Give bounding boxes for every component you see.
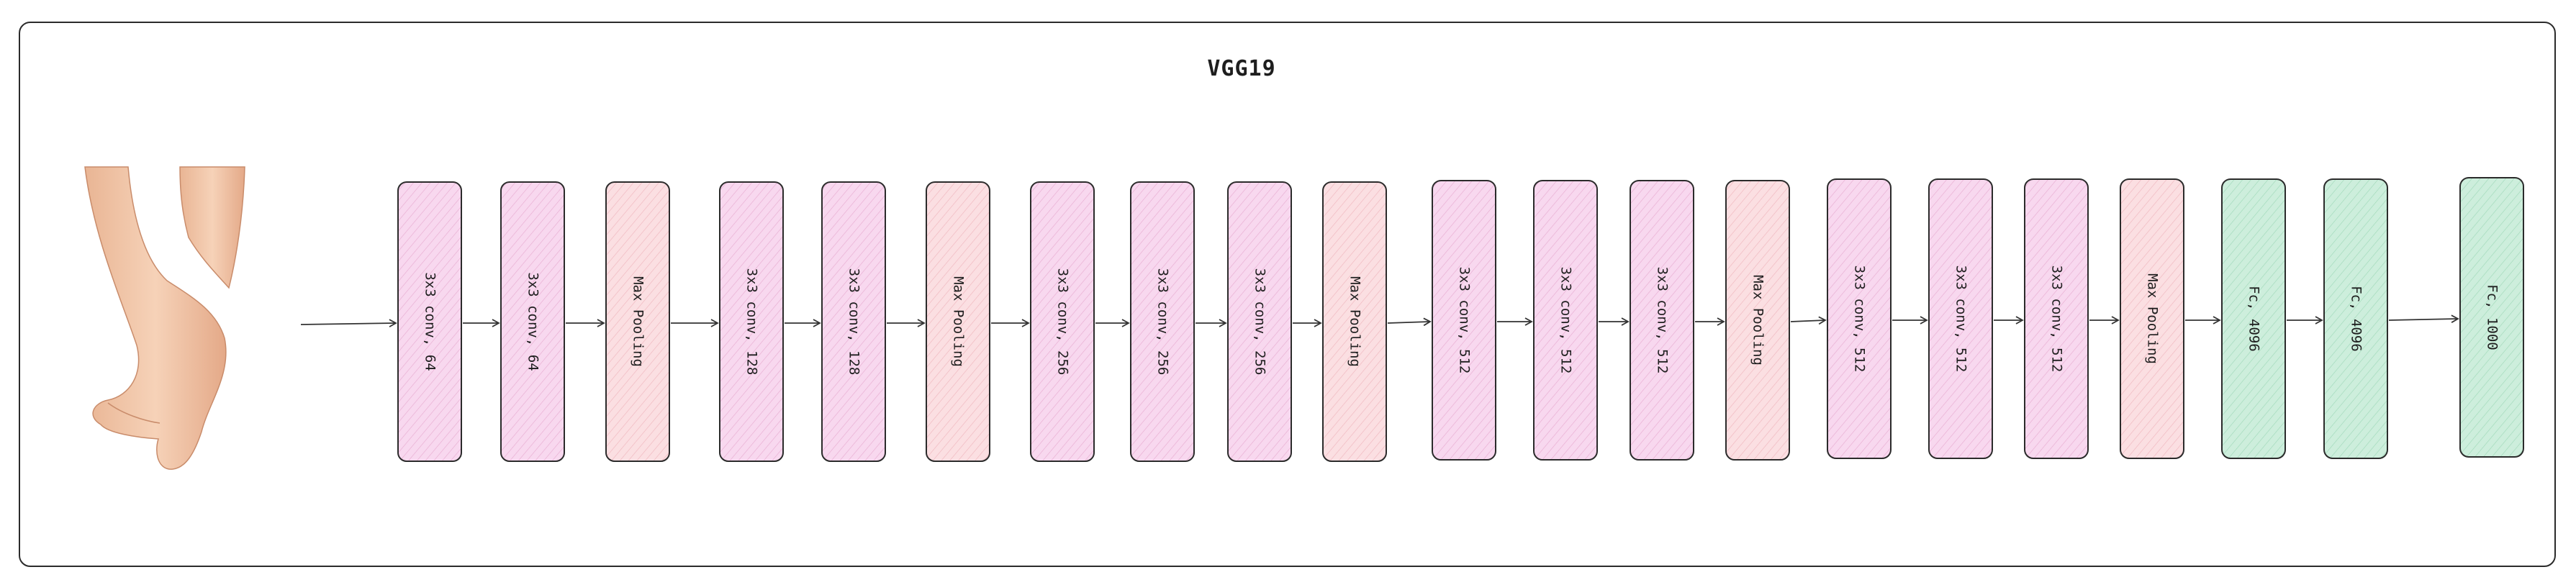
arrow-20	[2388, 314, 2459, 323]
layer-box	[1432, 180, 1496, 461]
layer-box	[1533, 180, 1598, 461]
layer-box	[1227, 181, 1292, 462]
layer-label: Max Pooling	[1347, 276, 1363, 367]
layer-label: 3x3 conv, 512	[1457, 267, 1473, 374]
layer-box	[1030, 181, 1095, 462]
layer-box	[1725, 180, 1790, 461]
diagram-title: VGG19	[1207, 56, 1276, 81]
layer-fc-19: Fc, 4096	[2221, 178, 2286, 459]
layer-conv-16: 3x3 conv, 512	[1928, 178, 1993, 459]
arrow-14	[1790, 316, 1827, 325]
layer-pool-10: Max Pooling	[1322, 181, 1387, 462]
layer-label: Fc, 4096	[2349, 286, 2364, 352]
layer-box	[821, 181, 886, 462]
layer-label: 3x3 conv, 256	[1155, 268, 1171, 376]
layer-label: 3x3 conv, 64	[422, 272, 438, 371]
layer-conv-11: 3x3 conv, 512	[1432, 180, 1496, 461]
layer-box	[2024, 178, 2089, 459]
layer-conv-9: 3x3 conv, 256	[1227, 181, 1292, 462]
layer-label: 3x3 conv, 256	[1252, 268, 1268, 376]
layer-label: Max Pooling	[631, 276, 646, 367]
layer-conv-17: 3x3 conv, 512	[2024, 178, 2089, 459]
layer-box	[926, 181, 990, 462]
arrows	[300, 314, 2459, 327]
layer-fc-21: Fc, 1000	[2459, 177, 2524, 458]
layer-label: 3x3 conv, 256	[1055, 268, 1071, 376]
layer-box	[605, 181, 670, 462]
layer-box	[1130, 181, 1195, 462]
layer-conv-13: 3x3 conv, 512	[1630, 180, 1694, 461]
layer-label: 3x3 conv, 512	[1953, 266, 1969, 373]
layers: 3x3 conv, 64 3x3 conv, 64 Max Pooling 3x3 c…	[397, 177, 2524, 462]
layer-box	[719, 181, 784, 462]
layer-label: 3x3 conv, 512	[2049, 266, 2065, 373]
layer-label: Max Pooling	[1750, 275, 1766, 366]
arrow-10	[1387, 317, 1432, 327]
layer-box	[1322, 181, 1387, 462]
layer-conv-15: 3x3 conv, 512	[1827, 178, 1892, 459]
layer-label: 3x3 conv, 128	[744, 268, 760, 376]
layer-box	[500, 181, 565, 462]
layer-box	[2221, 178, 2286, 459]
layer-pool-14: Max Pooling	[1725, 180, 1790, 461]
layer-conv-12: 3x3 conv, 512	[1533, 180, 1598, 461]
layer-box	[1827, 178, 1892, 459]
layer-box	[1630, 180, 1694, 461]
layer-conv-4: 3x3 conv, 128	[719, 181, 784, 462]
layer-pool-3: Max Pooling	[605, 181, 670, 462]
layer-pool-6: Max Pooling	[926, 181, 990, 462]
layer-label: 3x3 conv, 512	[1655, 267, 1671, 374]
layer-conv-7: 3x3 conv, 256	[1030, 181, 1095, 462]
layer-box	[397, 181, 462, 462]
diagram-frame	[19, 22, 2556, 567]
feet-photo-icon	[84, 166, 245, 470]
layer-label: Max Pooling	[2145, 273, 2161, 364]
layer-fc-20: Fc, 4096	[2323, 178, 2388, 459]
layer-label: Fc, 1000	[2485, 284, 2500, 350]
layer-label: Max Pooling	[951, 276, 967, 367]
layer-box	[2323, 178, 2388, 459]
layer-box	[2120, 178, 2184, 459]
layer-conv-5: 3x3 conv, 128	[821, 181, 886, 462]
layer-box	[1928, 178, 1993, 459]
input-arrow	[300, 319, 397, 327]
layer-conv-8: 3x3 conv, 256	[1130, 181, 1195, 462]
layer-label: 3x3 conv, 512	[1852, 266, 1868, 373]
layer-label: 3x3 conv, 64	[525, 272, 541, 371]
layer-label: 3x3 conv, 128	[846, 268, 862, 376]
layer-conv-2: 3x3 conv, 64	[500, 181, 565, 462]
layer-pool-18: Max Pooling	[2120, 178, 2184, 459]
layer-conv-1: 3x3 conv, 64	[397, 181, 462, 462]
layer-label: 3x3 conv, 512	[1558, 267, 1574, 374]
layer-label: Fc, 4096	[2246, 286, 2262, 352]
layer-box	[2459, 177, 2524, 458]
